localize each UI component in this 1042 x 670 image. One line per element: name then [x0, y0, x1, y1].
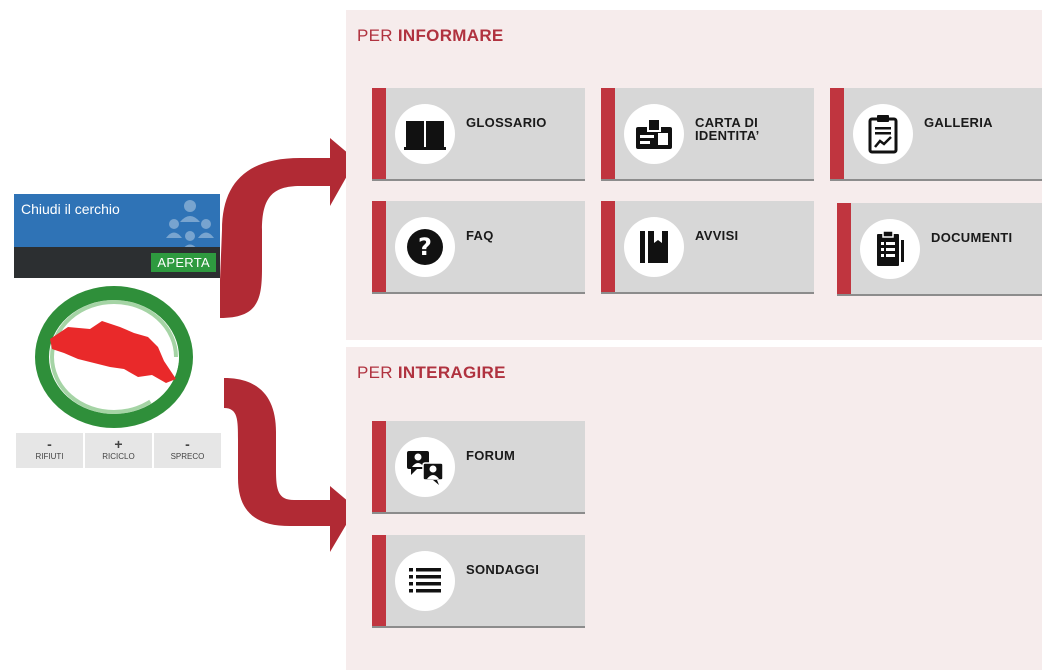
arrow-lower: [224, 378, 356, 552]
section-interagire: PER INTERAGIRE FORUM: [346, 347, 1042, 670]
widget-header: Chiudi il cerchio: [14, 194, 220, 247]
tile-label-line2: IDENTITA’: [695, 128, 760, 143]
tile-label: CARTA DI IDENTITA’: [695, 116, 805, 142]
chat-people-icon: [407, 451, 444, 485]
tile-galleria[interactable]: GALLERIA: [830, 88, 1042, 181]
tile-label-line1: CARTA DI: [695, 115, 759, 130]
clipboard-chart-icon: [868, 115, 898, 154]
section-prefix: PER: [357, 363, 393, 382]
section-title-interagire: PER INTERAGIRE: [357, 363, 506, 383]
arrow-upper: [220, 138, 356, 318]
riciclo-label: RICICLO: [102, 452, 135, 461]
tile-accent-bar: [601, 201, 615, 292]
tile-accent-bar: [372, 88, 386, 179]
question-icon: ?: [407, 229, 443, 265]
tile-forum[interactable]: FORUM: [372, 421, 585, 514]
list-icon: [409, 568, 441, 593]
plus-icon: +: [114, 436, 123, 452]
section-prefix: PER: [357, 26, 393, 45]
tile-label: GLOSSARIO: [466, 115, 547, 130]
tile-glossario[interactable]: GLOSSARIO: [372, 88, 585, 181]
svg-text:?: ?: [418, 233, 432, 261]
status-widget[interactable]: Chiudi il cerchio APERTA: [14, 194, 220, 278]
tile-sondaggi[interactable]: SONDAGGI: [372, 535, 585, 628]
tile-faq[interactable]: ? FAQ: [372, 201, 585, 294]
section-informare: PER INFORMARE GLOSSARIO: [346, 10, 1042, 340]
document-list-icon: [877, 230, 904, 266]
tile-accent-bar: [372, 535, 386, 626]
tile-icon-circle: [860, 219, 920, 279]
tile-icon-circle: [395, 551, 455, 611]
book-icon: [404, 121, 446, 150]
section-title-text: INTERAGIRE: [397, 363, 506, 382]
widget-footer: APERTA: [14, 247, 220, 278]
minus-icon: -: [47, 436, 52, 452]
tile-accent-bar: [837, 203, 851, 294]
tile-documenti[interactable]: DOCUMENTI: [837, 203, 1042, 296]
tile-icon-circle: [624, 104, 684, 164]
rifiuti-label: RIFIUTI: [35, 452, 64, 461]
people-network-icon: [166, 200, 214, 247]
tile-accent-bar: [601, 88, 615, 179]
tile-label: SONDAGGI: [466, 562, 540, 577]
tile-accent-bar: [372, 421, 386, 512]
tile-carta-identita[interactable]: CARTA DI IDENTITA’: [601, 88, 814, 181]
tile-icon-circle: [624, 217, 684, 277]
section-title-text: INFORMARE: [397, 26, 504, 45]
status-badge: APERTA: [151, 253, 216, 272]
tile-label: FAQ: [466, 228, 494, 243]
tile-accent-bar: [830, 88, 844, 179]
tile-label: DOCUMENTI: [931, 230, 1013, 245]
tile-icon-circle: [853, 104, 913, 164]
tile-avvisi[interactable]: AVVISI: [601, 201, 814, 294]
spreco-button[interactable]: - SPRECO: [154, 433, 221, 468]
minus-icon: -: [185, 436, 190, 452]
bookmark-icon: [640, 231, 668, 263]
widget-title: Chiudi il cerchio: [21, 201, 120, 217]
spreco-label: SPRECO: [170, 452, 205, 461]
tile-icon-circle: ?: [395, 217, 455, 277]
riciclo-button[interactable]: + RICICLO: [85, 433, 152, 468]
tile-label: FORUM: [466, 448, 516, 463]
rifiuti-button[interactable]: - RIFIUTI: [16, 433, 83, 468]
tile-label: AVVISI: [695, 228, 739, 243]
tile-label: GALLERIA: [924, 115, 993, 130]
tile-accent-bar: [372, 201, 386, 292]
id-card-icon: [636, 118, 672, 149]
tile-icon-circle: [395, 437, 455, 497]
section-title-informare: PER INFORMARE: [357, 26, 504, 46]
tile-icon-circle: [395, 104, 455, 164]
region-circle-logo: [35, 286, 193, 428]
